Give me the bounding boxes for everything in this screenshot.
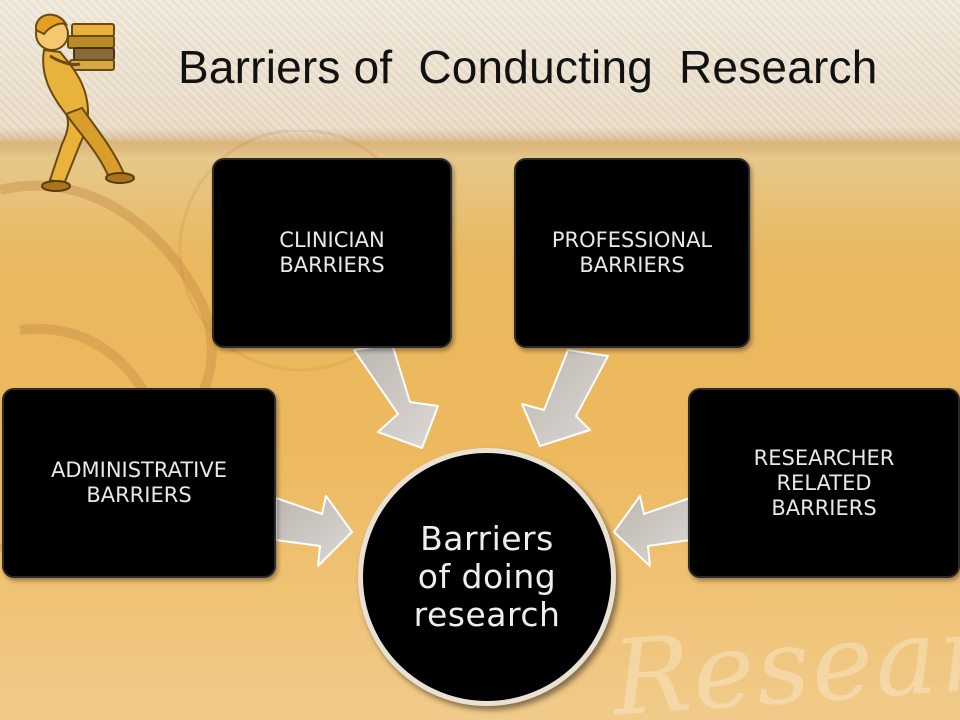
node-administrative-barriers: ADMINISTRATIVE BARRIERS — [2, 388, 276, 578]
center-node: Barriers of doing research — [358, 448, 616, 706]
header-edge — [0, 128, 960, 158]
node-clinician-label: CLINICIAN BARRIERS — [279, 228, 385, 277]
node-researcher-related-barriers: RESEARCHER RELATED BARRIERS — [688, 388, 960, 578]
arrow-researcher — [613, 495, 691, 567]
arrow-clinician — [353, 343, 439, 449]
arrow-administrative — [275, 495, 353, 567]
arrow-professional — [521, 349, 609, 447]
node-clinician-barriers: CLINICIAN BARRIERS — [212, 158, 452, 348]
slide-title: Barriers of Conducting Research — [178, 41, 878, 93]
person-carrying-books-icon — [34, 13, 135, 192]
center-node-label: Barriers of doing research — [413, 519, 561, 634]
header-band — [0, 0, 960, 140]
node-professional-label: PROFESSIONAL BARRIERS — [551, 228, 713, 277]
node-administrative-label: ADMINISTRATIVE BARRIERS — [50, 458, 228, 507]
node-researcher-label: RESEARCHER RELATED BARRIERS — [753, 445, 895, 520]
node-professional-barriers: PROFESSIONAL BARRIERS — [514, 158, 750, 348]
